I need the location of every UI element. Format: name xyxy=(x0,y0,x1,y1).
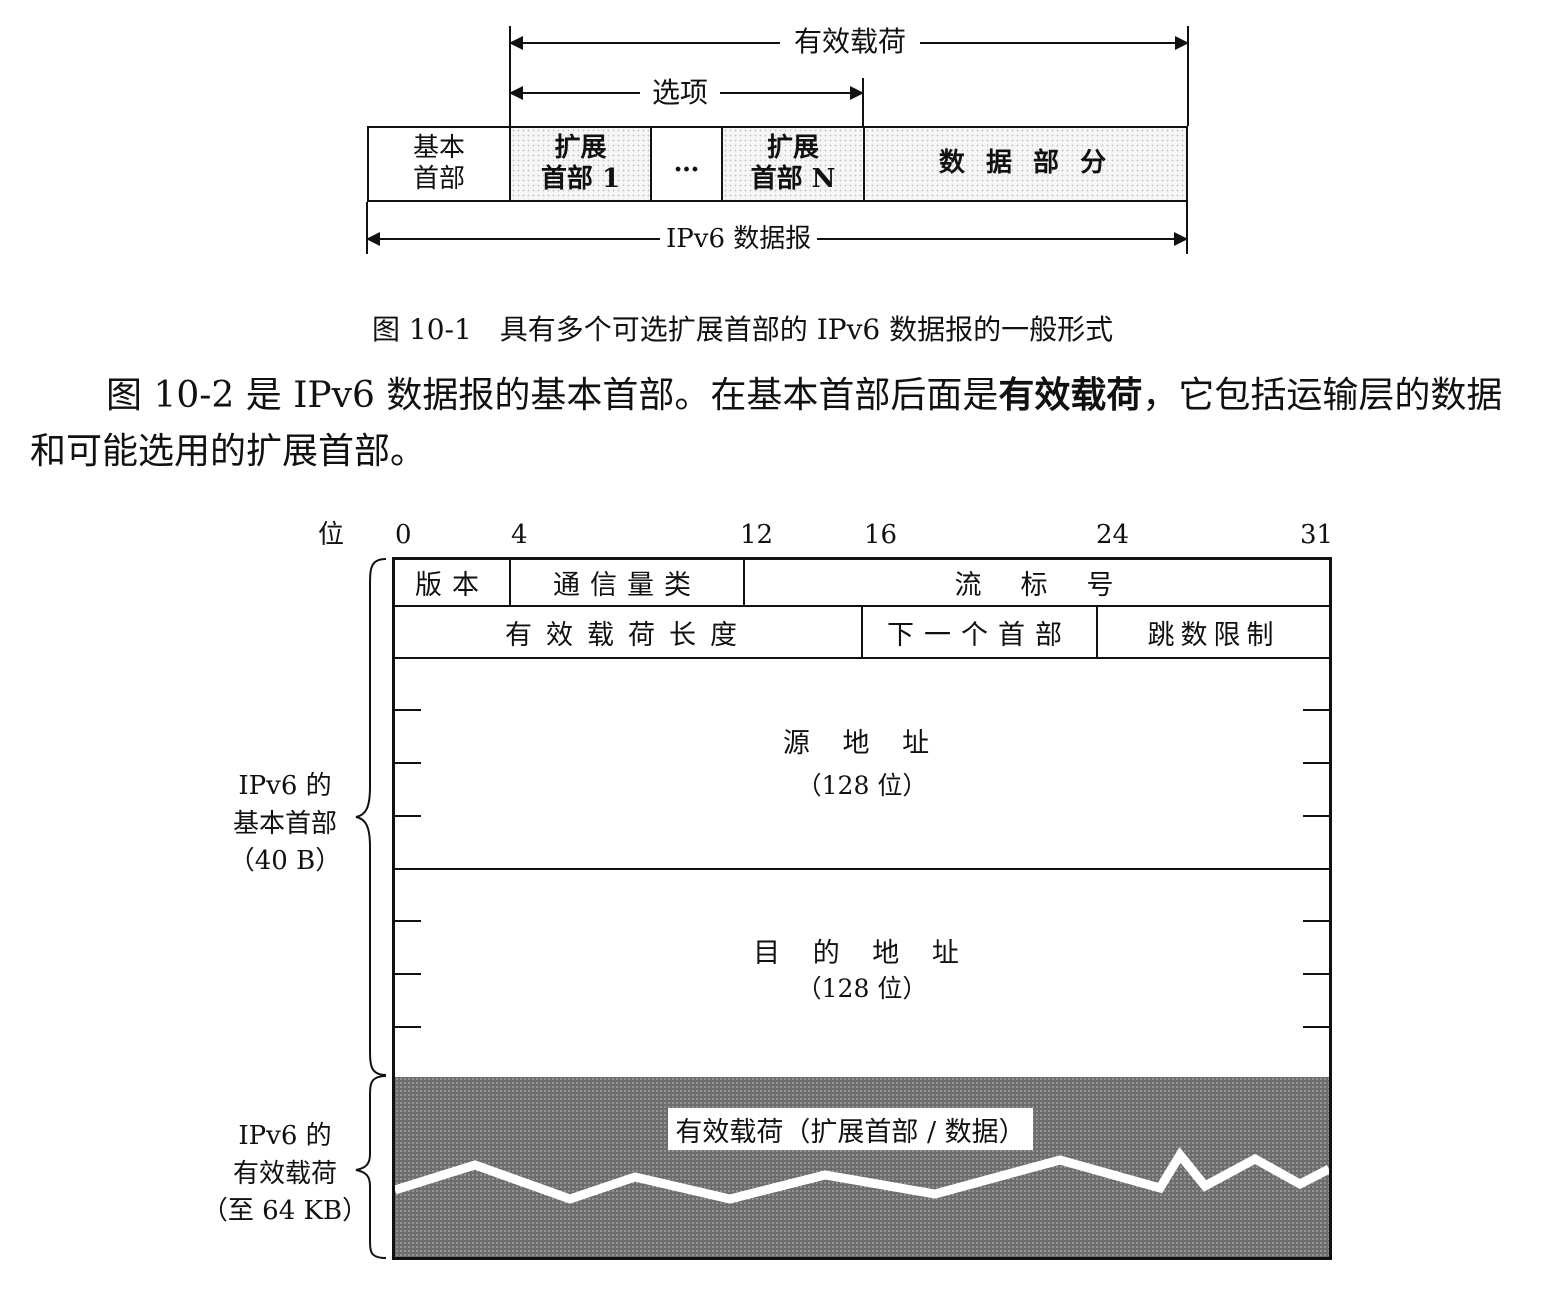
bit-number-0: 0 xyxy=(395,520,412,550)
payload-side-label: IPv6 的 有效载荷 （至 64 KB） xyxy=(201,1121,369,1227)
options-label: 选项 xyxy=(640,79,721,107)
datagram-bar: 基本首部 扩展首部 1 … 扩展首部 N 数 据 部 分 xyxy=(367,126,1188,202)
basic-header-side-label: IPv6 的 基本首部 （40 B） xyxy=(228,771,342,877)
datagram-left-tick xyxy=(366,202,368,254)
header-row-1: 版本 通信量类 流 标 号 xyxy=(395,560,1329,607)
figure-1-caption: 图 10-1 具有多个可选扩展首部的 IPv6 数据报的一般形式 xyxy=(372,313,1114,346)
payload-box-label: 有效载荷（扩展首部 / 数据） xyxy=(668,1108,1033,1150)
payload-label: 有效载荷 xyxy=(780,28,921,56)
ellipsis-cell: … xyxy=(652,128,723,200)
field-next-header: 下一个首部 xyxy=(863,607,1098,657)
ipv6-header-diagram: 版本 通信量类 流 标 号 有效载荷长度 下一个首部 跳数限制 源 地 址 （1… xyxy=(392,557,1332,1260)
field-payload-length: 有效载荷长度 xyxy=(395,607,863,657)
field-traffic-class: 通信量类 xyxy=(511,560,745,605)
break-zigzag xyxy=(395,1147,1329,1204)
source-address-bits: （128 位） xyxy=(796,771,928,800)
source-address-label: 源 地 址 xyxy=(782,728,942,759)
bit-number-16: 16 xyxy=(864,520,898,550)
destination-address-bits: （128 位） xyxy=(796,974,928,1003)
bit-number-31: 31 xyxy=(1300,520,1334,550)
brace-basic-header xyxy=(355,558,387,1076)
field-flow-label: 流 标 号 xyxy=(954,570,1120,601)
paragraph-line-1: 图 10-2 是 IPv6 数据报的基本首部。在基本首部后面是有效载荷，它包括运… xyxy=(106,375,1503,416)
payload-left-tick xyxy=(509,26,511,126)
bold-term-payload: 有效载荷 xyxy=(998,375,1143,416)
bit-number-12: 12 xyxy=(740,520,774,550)
destination-address-label: 目 的 地 址 xyxy=(753,938,971,969)
base-header-cell: 基本首部 xyxy=(369,128,511,200)
ext-header-n-cell: 扩展首部 N xyxy=(723,128,865,200)
bit-number-24: 24 xyxy=(1096,520,1130,550)
payload-right-tick xyxy=(1187,26,1189,126)
bit-number-4: 4 xyxy=(511,520,528,550)
ext-header-1-cell: 扩展首部 1 xyxy=(511,128,652,200)
bit-label: 位 xyxy=(318,520,345,550)
field-destination-address: 目 的 地 址 （128 位） xyxy=(395,870,1329,1077)
field-source-address: 源 地 址 （128 位） xyxy=(395,659,1329,870)
paragraph-line-2: 和可能选用的扩展首部。 xyxy=(30,431,427,472)
field-version: 版本 xyxy=(395,560,511,605)
options-right-tick xyxy=(862,78,864,126)
brace-payload xyxy=(355,1075,387,1259)
payload-region: 有效载荷（扩展首部 / 数据） xyxy=(395,1077,1329,1257)
data-part-cell: 数 据 部 分 xyxy=(865,128,1186,200)
datagram-label: IPv6 数据报 xyxy=(660,226,818,252)
datagram-right-tick xyxy=(1186,202,1188,254)
field-hop-limit: 跳数限制 xyxy=(1147,619,1280,651)
header-row-2: 有效载荷长度 下一个首部 跳数限制 xyxy=(395,607,1329,659)
